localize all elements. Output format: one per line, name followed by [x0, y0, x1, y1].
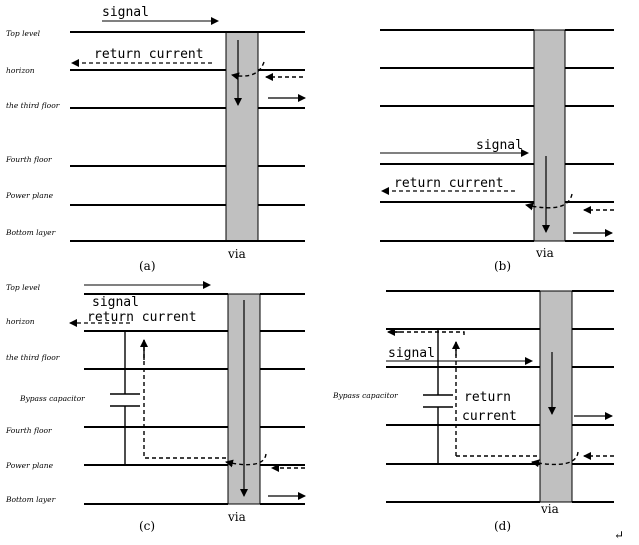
return-label-d: return [464, 390, 511, 405]
return-mark: ↵ [614, 528, 624, 542]
bypass-capacitor-c [110, 331, 140, 465]
via-a [225, 31, 259, 242]
layer-label-bypass-c: Bypass capacitor [19, 394, 85, 403]
layer-label-top-c: Top level [6, 283, 41, 292]
return-loop-d [531, 451, 579, 468]
signal-label-a: signal [102, 5, 149, 20]
signal-label-d: signal [388, 346, 435, 361]
layer-label-bottom-a: Bottom layer [5, 228, 56, 237]
bypass-label-d: Bypass capacitor [332, 391, 398, 400]
panel-c: Top level horizon the third floor Bypass… [5, 281, 306, 533]
panel-label-b: (b) [494, 259, 511, 273]
current-label-d: current [462, 409, 517, 424]
via-label-c: via [227, 510, 246, 524]
layer-label-fourth-a: Fourth floor [5, 155, 52, 164]
layer-lines-d [386, 290, 614, 503]
panel-a: Top level horizon the third floor Fourth… [5, 5, 306, 273]
panel-label-c: (c) [139, 519, 155, 533]
layer-label-bottom-c: Bottom layer [5, 495, 56, 504]
via-b [533, 29, 566, 242]
panel-b: signal return current via (b) [380, 29, 614, 273]
via-d [539, 290, 573, 503]
layer-label-third-c: the third floor [6, 353, 60, 362]
via-label-d: via [540, 502, 559, 516]
layer-label-power-c: Power plane [5, 461, 54, 470]
layer-label-fourth-c: Fourth floor [5, 426, 52, 435]
return-loop-a [231, 61, 265, 81]
layer-label-power-a: Power plane [5, 191, 54, 200]
signal-label-c: signal [92, 295, 139, 310]
return-path-d [390, 331, 465, 335]
panel-label-a: (a) [139, 259, 156, 273]
via-label-b: via [535, 246, 554, 260]
via-label-a: via [227, 247, 246, 261]
layer-lines-a [70, 31, 305, 242]
layer-lines-b [380, 29, 614, 242]
bypass-capacitor-d [423, 329, 453, 464]
layer-label-third-a: the third floor [6, 101, 60, 110]
layer-label-horizon-c: horizon [6, 317, 35, 326]
return-current-label-a: return current [94, 47, 204, 62]
panel-d: Bypass capacitor signal return current v… [332, 290, 624, 542]
return-loop-c [225, 453, 267, 468]
return-loop-b [525, 193, 573, 211]
layer-label-horizon-a: horizon [6, 66, 35, 75]
layer-lines-c [84, 293, 305, 505]
return-current-label-b: return current [394, 176, 504, 191]
layer-label-top-a: Top level [6, 29, 41, 38]
return-current-label-c: return current [87, 310, 197, 325]
return-path-c [143, 340, 228, 459]
signal-label-b: signal [476, 138, 523, 153]
panel-label-d: (d) [494, 519, 511, 533]
